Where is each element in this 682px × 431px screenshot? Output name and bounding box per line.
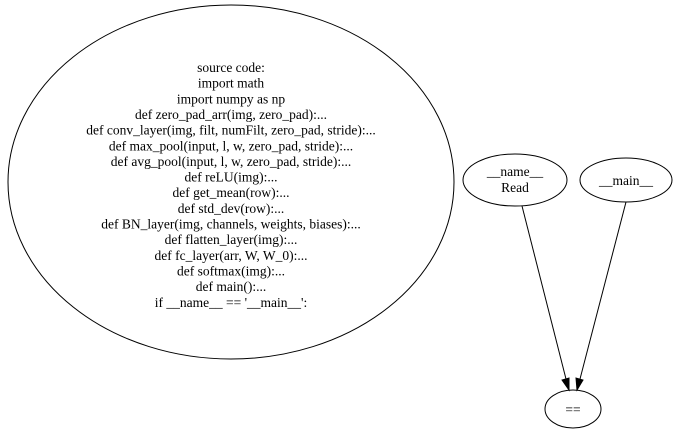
name-read-node-shape xyxy=(462,153,568,207)
equals-node-shape xyxy=(544,389,602,429)
edge-name-to-equals-line xyxy=(521,205,567,380)
equals-node-label: == xyxy=(565,402,580,417)
source-code-line: def max_pool(input, l, w, zero_pad, stri… xyxy=(109,138,353,153)
main-node-label: __main__ xyxy=(598,173,653,188)
edge-main-to-equals-line xyxy=(579,201,627,380)
edge-name-to-equals xyxy=(521,205,570,392)
source-code-node-shape xyxy=(7,4,455,360)
edge-main-to-equals-arrowhead xyxy=(575,377,584,392)
source-code-line: def std_dev(row):... xyxy=(178,201,284,216)
source-code-line: def fc_layer(arr, W, W_0):... xyxy=(155,248,308,263)
source-code-line: def flatten_layer(img):... xyxy=(165,232,298,247)
edge-name-to-equals-arrowhead xyxy=(561,377,570,392)
read-node-label: Read xyxy=(501,180,529,195)
equals-node[interactable]: == xyxy=(544,389,602,429)
source-code-line: def reLU(img):... xyxy=(185,170,278,185)
source-code-line: def get_mean(row):... xyxy=(173,185,290,200)
source-code-line: import math xyxy=(198,76,265,91)
source-code-line: def conv_layer(img, filt, numFilt, zero_… xyxy=(86,123,375,138)
name-read-node[interactable]: __name__ Read xyxy=(462,153,568,207)
source-code-line: def zero_pad_arr(img, zero_pad):... xyxy=(135,107,327,122)
source-code-line: import numpy as np xyxy=(177,91,286,106)
source-code-line: def main():... xyxy=(196,279,266,294)
source-code-line: def avg_pool(input, l, w, zero_pad, stri… xyxy=(111,154,352,169)
main-node[interactable]: __main__ xyxy=(579,157,673,203)
name-node-label: __name__ xyxy=(486,164,543,179)
source-code-line: def softmax(img):... xyxy=(177,263,285,278)
source-code-line: def BN_layer(img, channels, weights, bia… xyxy=(101,217,360,232)
source-code-line: if __name__ == '__main__': xyxy=(155,295,307,310)
source-code-line: source code: xyxy=(197,60,265,75)
edge-main-to-equals xyxy=(575,201,627,392)
